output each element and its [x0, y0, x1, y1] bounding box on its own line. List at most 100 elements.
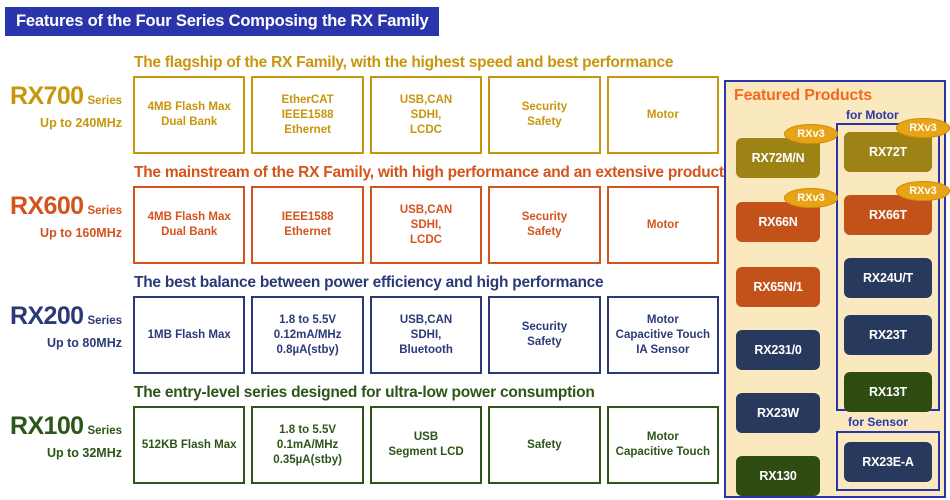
series-max-speed: Up to 80MHz — [47, 336, 122, 350]
feature-cell-line: USB,CAN — [399, 313, 453, 326]
series-name: RX700 — [10, 82, 84, 110]
feature-cell-line: IEEE1588 — [281, 211, 334, 223]
feature-cell-line: Ethernet — [284, 226, 331, 238]
feature-cell-line: SDHI, — [410, 218, 442, 231]
page-title: Features of the Four Series Composing th… — [16, 12, 429, 30]
product-chip-label: RX66T — [869, 208, 907, 222]
series-name: RX200 — [10, 302, 84, 330]
feature-cell[interactable]: 1MB Flash Max — [133, 296, 246, 374]
product-chip-rx65n-1[interactable]: RX65N/1 — [736, 267, 820, 307]
group-label-for-sensor: for Sensor — [848, 415, 909, 429]
series-name: RX600 — [10, 192, 84, 220]
feature-cell-line: Motor — [646, 313, 679, 326]
product-chip-rx72t[interactable]: RX72T — [844, 132, 932, 172]
feature-cell-line: Motor — [646, 431, 679, 443]
series-word: Series — [87, 205, 122, 217]
feature-cell-line: Dual Bank — [161, 226, 218, 238]
feature-cell[interactable]: USB Segment LCD — [369, 406, 483, 484]
series-max-speed: Up to 32MHz — [47, 446, 122, 460]
rxv3-badge: RXv3 — [896, 181, 950, 201]
feature-cell-line: Capacitive Touch — [615, 446, 711, 458]
product-chip-label: RX66N — [758, 215, 798, 229]
feature-cell-line: Safety — [527, 226, 562, 238]
product-chip-rx23w[interactable]: RX23W — [736, 393, 820, 433]
product-chip-label: RX13T — [869, 385, 907, 399]
feature-cell-line: 0.12mA/MHz — [273, 328, 342, 341]
rxv3-badge: RXv3 — [896, 118, 950, 138]
feature-cell-line: 0.8µA(stby) — [276, 343, 339, 356]
feature-cell-line: Security — [521, 211, 568, 223]
product-chip-label: RX130 — [759, 469, 797, 483]
feature-cell-line: Capacitive Touch — [615, 328, 711, 341]
feature-cell-line: SDHI, — [410, 328, 442, 341]
product-chip-rx66t[interactable]: RX66T — [844, 195, 932, 235]
product-chip-label: RX23W — [756, 406, 800, 420]
feature-cell-line: Dual Bank — [161, 116, 218, 128]
product-chip-rx24u-t[interactable]: RX24U/T — [844, 258, 932, 298]
series-word: Series — [87, 315, 122, 327]
product-chip-label: RX231/0 — [754, 343, 802, 357]
product-chip-rx23e-a[interactable]: RX23E-A — [844, 442, 932, 482]
feature-cell-line: USB — [413, 431, 439, 443]
feature-cell-line: Segment LCD — [388, 446, 464, 458]
feature-cell-line: EtherCAT — [281, 93, 334, 106]
series-max-speed: Up to 160MHz — [40, 226, 122, 240]
feature-cell-line: Motor — [646, 108, 679, 121]
rxv3-badge: RXv3 — [784, 188, 838, 208]
product-chip-label: RX24U/T — [862, 271, 913, 285]
product-chip-rx231-0[interactable]: RX231/0 — [736, 330, 820, 370]
feature-cell-line: Safety — [527, 116, 562, 128]
feature-cell-line: USB,CAN — [399, 93, 453, 106]
rxv3-badge: RXv3 — [784, 124, 838, 144]
feature-cell-line: 4MB Flash Max — [147, 211, 231, 223]
series-tagline: The mainstream of the RX Family, with hi… — [134, 164, 772, 181]
product-chip-rx66n[interactable]: RX66N — [736, 202, 820, 242]
product-chip-rx23t[interactable]: RX23T — [844, 315, 932, 355]
series-word: Series — [87, 425, 122, 437]
product-chip-rx13t[interactable]: RX13T — [844, 372, 932, 412]
feature-cell-line: Ethernet — [284, 123, 331, 136]
feature-cell-line: 0.35µA(stby) — [273, 453, 342, 466]
feature-cell-line: Safety — [527, 438, 562, 451]
feature-cell-line: Motor — [646, 218, 679, 231]
feature-cell[interactable]: Motor — [606, 76, 720, 154]
feature-cell-line: 4MB Flash Max — [147, 101, 231, 113]
feature-cell-line: 1MB Flash Max — [147, 328, 231, 341]
feature-cell[interactable]: Safety — [488, 406, 601, 484]
product-chip-rx130[interactable]: RX130 — [736, 456, 820, 496]
feature-cell[interactable]: 512KB Flash Max — [133, 406, 246, 484]
product-chip-rx72m-n[interactable]: RX72M/N — [736, 138, 820, 178]
product-chip-label: RX23E-A — [862, 455, 914, 469]
feature-cell-line: 1.8 to 5.5V — [279, 423, 337, 436]
feature-cell[interactable]: Motor — [606, 186, 720, 264]
feature-cell[interactable]: USB,CAN SDHI, Bluetooth — [369, 296, 483, 374]
feature-cell-line: IEEE1588 — [281, 108, 334, 121]
feature-cell-line: Bluetooth — [399, 343, 453, 356]
page-title-bar: Features of the Four Series Composing th… — [5, 7, 439, 36]
